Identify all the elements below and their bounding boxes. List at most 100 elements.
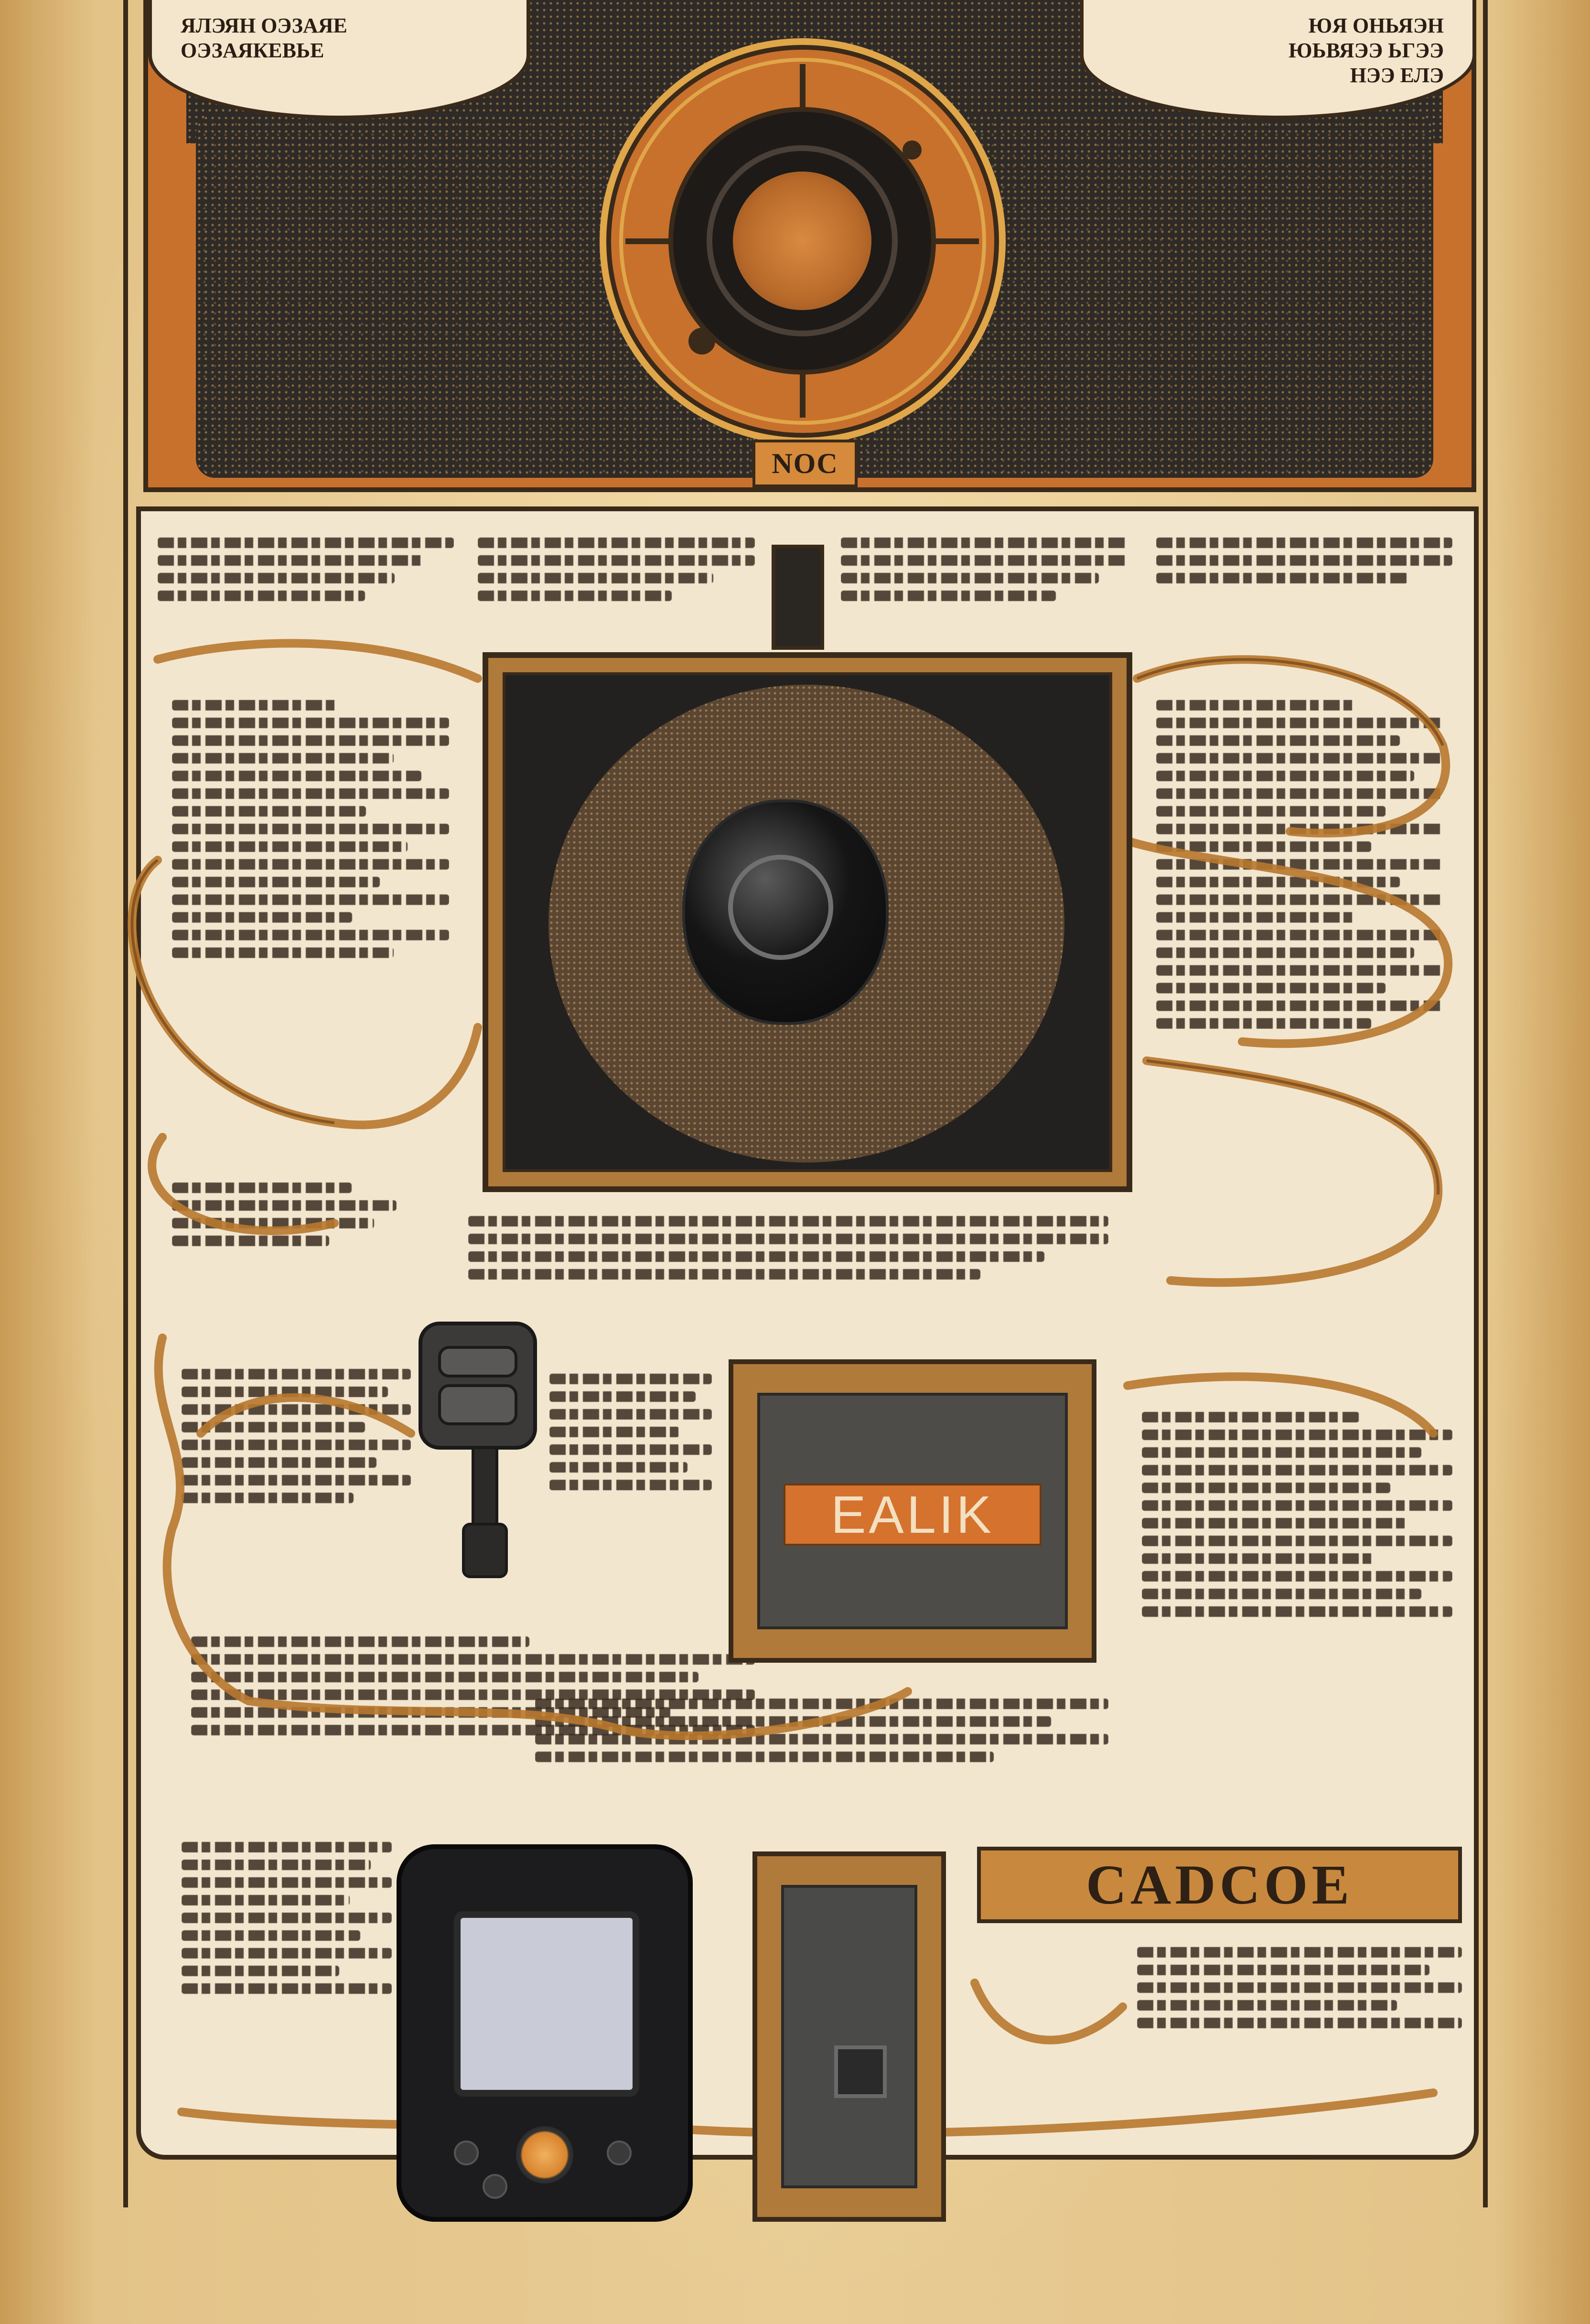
text-line [549,1444,712,1455]
text-line [1156,788,1443,799]
device-screen [454,1911,639,2097]
text-line [1156,806,1386,817]
text-line [1142,1447,1421,1458]
text-line [1142,1412,1359,1422]
text-line [1137,1965,1429,1975]
text-line [1137,1982,1462,1993]
text-line [182,1877,392,1888]
text-line [478,573,713,583]
text-line [182,1842,392,1852]
text-line [468,1216,1108,1227]
text-line [1156,1018,1371,1029]
small-nameplate [772,545,824,650]
text-line [535,1752,994,1762]
text-line [172,718,449,728]
square-speaker-icon[interactable] [483,652,1132,1192]
text-line [1142,1553,1375,1564]
text-line [1156,947,1414,958]
dial-ring [668,107,936,375]
text-line [182,1422,365,1432]
text-line [1142,1589,1421,1599]
text-line [172,1183,352,1193]
speaker-dome [682,799,889,1025]
label-frame: EALIK [729,1359,1096,1663]
text-line [172,771,421,781]
speaker-housing [503,672,1112,1172]
text-line [1137,2018,1462,2028]
text-line [478,591,672,601]
text-line [1142,1430,1452,1440]
text-line [1142,1571,1452,1582]
text-line [158,555,424,566]
text-line [182,1369,411,1379]
text-line [1156,700,1357,710]
text-line [172,735,449,746]
text-line [1156,894,1443,905]
bubble-right-line: НЭЭ ЕЛЭ [1350,64,1444,87]
column-left-upper [172,693,449,1171]
text-line [172,877,380,887]
speaker-dial-icon[interactable] [600,38,1006,444]
text-line [172,947,394,958]
text-line [1156,912,1357,923]
column-bottom-right [1137,1940,1462,2102]
text-line [172,859,449,870]
bubble-right-line: ЮЬВЯЭЭ ЬГЭЭ [1288,39,1444,62]
text-line [1156,877,1400,887]
outer-frame [123,0,1488,2207]
device-button[interactable] [454,2141,479,2165]
text-line [182,1983,392,1994]
text-line [172,894,449,905]
text-line [478,555,755,566]
text-line [1156,555,1452,566]
microphone-icon[interactable] [416,1319,545,1586]
text-line [1156,859,1443,870]
text-line [535,1716,1051,1727]
text-line [172,1236,329,1246]
text-line [191,1672,698,1682]
text-line [182,1387,388,1397]
bottom-right-sign: CADCOE [977,1847,1462,1923]
text-line [182,1404,411,1415]
text-line [535,1734,1108,1744]
text-line [172,912,352,923]
text-line [1156,718,1443,728]
handheld-device-icon[interactable] [397,1844,693,2222]
text-line [1156,824,1443,834]
device-knob[interactable] [516,2126,573,2184]
text-line [191,1654,755,1665]
text-line [182,1457,376,1468]
column-center-mid [468,1209,1108,1328]
text-line [182,1948,392,1958]
device-button[interactable] [607,2141,632,2165]
device-button[interactable] [483,2174,507,2199]
text-line [841,538,1128,548]
text-line [1156,538,1452,548]
text-line [172,930,449,940]
text-line [535,1699,1108,1709]
column-top-right [1156,530,1452,650]
top-right-text-bubble: ЮЯ ОНЬЯЭН ЮЬВЯЭЭ ЬГЭЭ НЭЭ ЕЛЭ [1080,0,1476,119]
text-line [172,1218,374,1228]
bubble-left-line: ЯЛЭЯН ОЭЗАЯЕ [181,14,347,37]
switch-toggle[interactable] [834,2045,887,2098]
column-bottom-center [535,1691,1108,1835]
column-left-lower [182,1362,411,1620]
column-top-left [158,530,454,674]
text-line [1156,753,1443,764]
wall-switch-icon[interactable] [752,1851,946,2222]
text-line [468,1251,1044,1262]
top-name-plate: NOC [752,440,858,487]
text-line [549,1480,712,1490]
column-right-upper [1156,693,1443,1362]
text-line [841,573,1099,583]
text-line [1156,771,1414,781]
text-line [158,538,454,548]
text-line [182,1913,392,1923]
column-top-mid-left [478,530,755,650]
text-line [1142,1500,1452,1511]
text-line [182,1895,350,1905]
text-line [172,788,449,799]
text-line [1142,1483,1390,1493]
text-line [182,1440,411,1450]
